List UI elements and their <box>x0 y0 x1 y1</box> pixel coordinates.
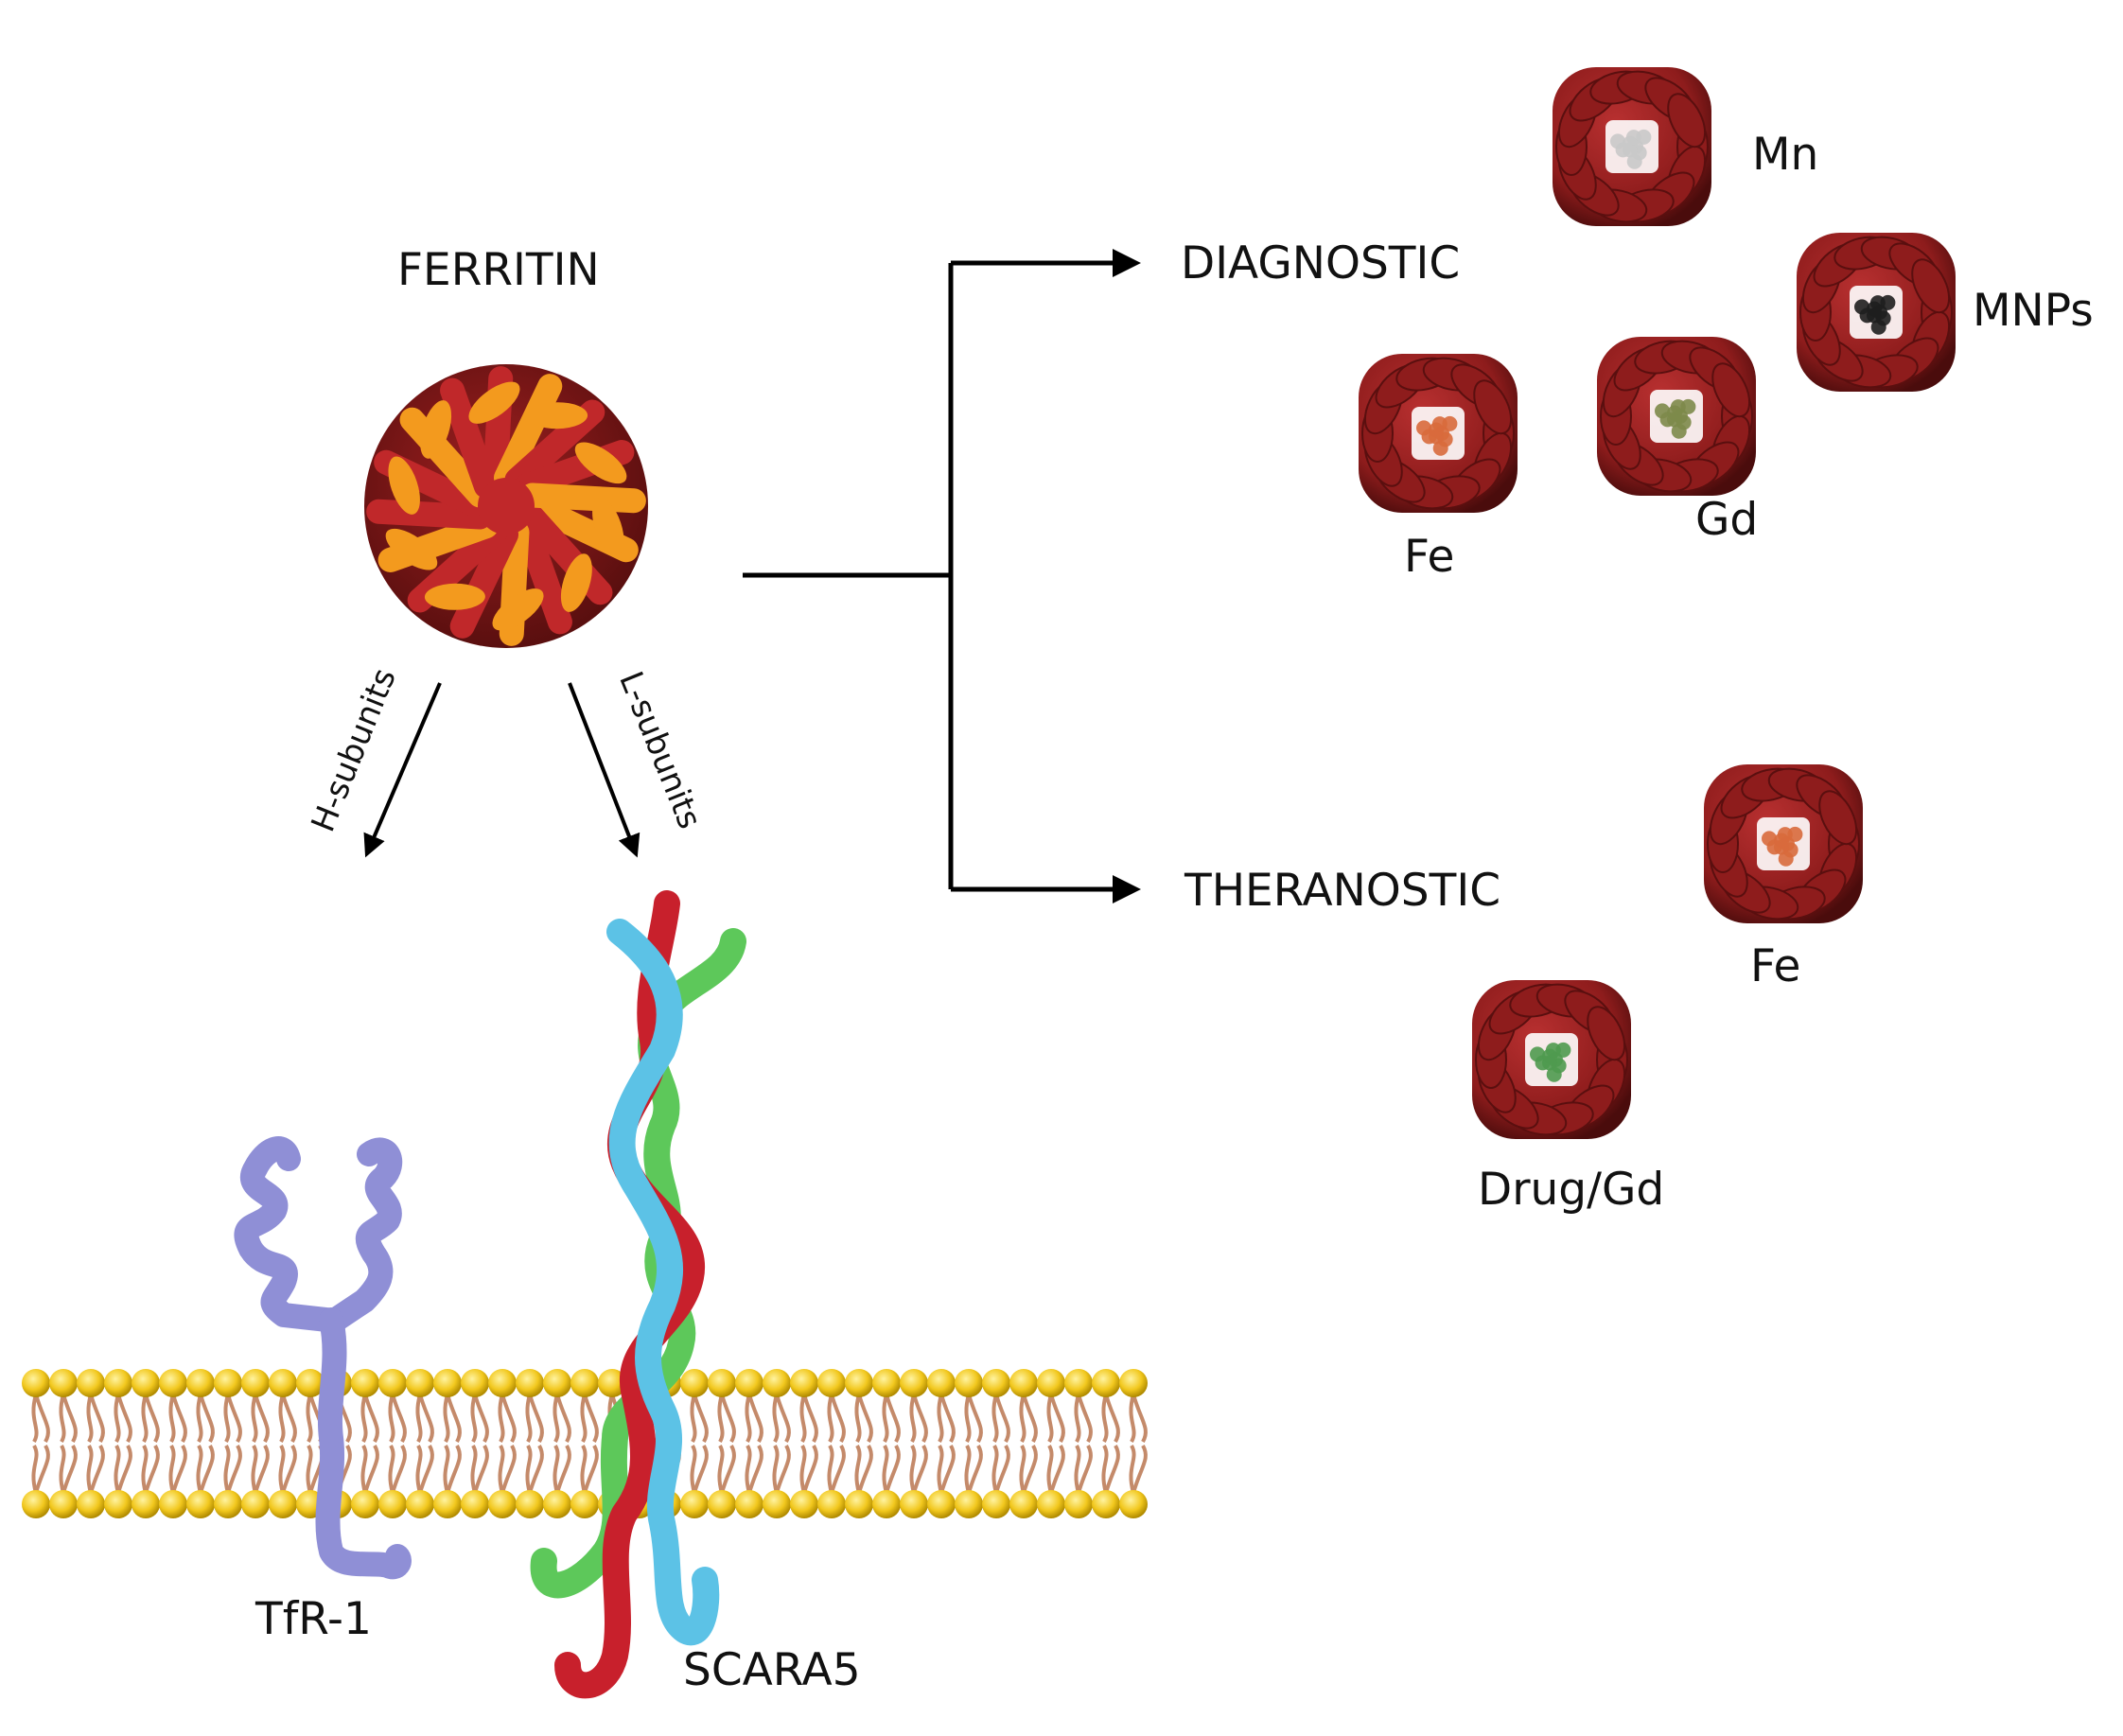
mnps-cage-label: MNPs <box>1973 285 2094 337</box>
branch-connector <box>743 249 1141 903</box>
ferritin-protein-illustration <box>364 364 648 648</box>
h-subunits-arrow <box>363 682 442 858</box>
mn-cage-label: Mn <box>1752 129 1819 181</box>
mnps-cage <box>1797 233 1956 392</box>
gd-cage-label: Gd <box>1695 494 1759 546</box>
theranostic-label: THERANOSTIC <box>1184 865 1501 917</box>
diagnostic-label: DIAGNOSTIC <box>1181 237 1461 289</box>
drug-gd-cage <box>1472 980 1631 1139</box>
lipid-bilayer-membrane <box>22 1369 1148 1518</box>
scara5-receptor-illustration <box>530 890 746 1699</box>
gd-cage <box>1597 337 1756 496</box>
drug-gd-cage-label: Drug/Gd <box>1478 1164 1665 1216</box>
fe-theranostic-cage-label: Fe <box>1750 940 1801 992</box>
mn-cage <box>1553 67 1711 226</box>
fe-theranostic-cage <box>1704 764 1863 923</box>
tfr1-receptor-illustration <box>234 1136 412 1580</box>
l-subunits-arrow <box>568 682 640 858</box>
fe-diagnostic-cage <box>1359 354 1518 513</box>
ferritin-title: FERRITIN <box>397 244 600 296</box>
fe-diagnostic-cage-label: Fe <box>1404 531 1455 583</box>
scara5-label: SCARA5 <box>683 1644 861 1696</box>
tfr1-label: TfR-1 <box>255 1593 372 1645</box>
